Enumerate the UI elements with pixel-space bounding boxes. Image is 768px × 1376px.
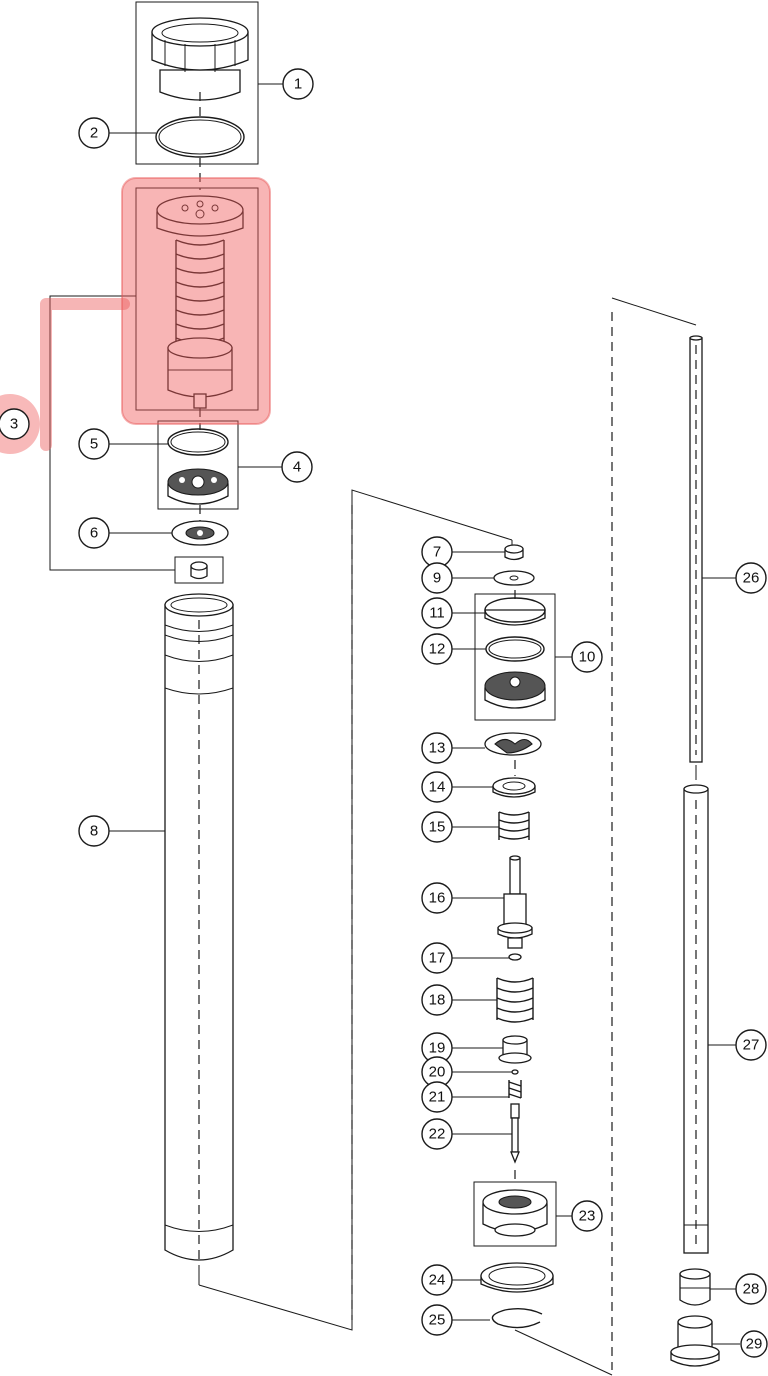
part-10-piston-assembly bbox=[474, 593, 556, 721]
svg-text:20: 20 bbox=[429, 1064, 446, 1081]
part-2-o-ring bbox=[155, 116, 245, 158]
svg-text:18: 18 bbox=[429, 992, 446, 1009]
callout-13[interactable]: 13 bbox=[421, 732, 453, 764]
svg-text:22: 22 bbox=[429, 1126, 446, 1143]
part-16-valve-shaft bbox=[497, 855, 533, 949]
part-17-ring bbox=[508, 953, 522, 961]
part-27-tube bbox=[683, 784, 709, 1254]
svg-text:14: 14 bbox=[429, 779, 446, 796]
callout-7[interactable]: 7 bbox=[421, 536, 453, 568]
callout-22[interactable]: 22 bbox=[421, 1118, 453, 1150]
callout-3[interactable]: 3 bbox=[0, 408, 30, 440]
callout-14[interactable]: 14 bbox=[421, 771, 453, 803]
part-20-ring bbox=[511, 1069, 519, 1075]
part-4-valve-assembly bbox=[157, 420, 239, 510]
svg-text:19: 19 bbox=[429, 1040, 446, 1057]
part-3-nut bbox=[174, 556, 224, 584]
part-8-tube bbox=[164, 593, 234, 1262]
part-3-piston-spring-assembly bbox=[135, 187, 259, 411]
part-25-circlip bbox=[491, 1307, 543, 1329]
svg-text:8: 8 bbox=[90, 823, 98, 840]
callout-11[interactable]: 11 bbox=[421, 597, 453, 629]
svg-text:13: 13 bbox=[429, 740, 446, 757]
svg-text:9: 9 bbox=[433, 570, 441, 587]
svg-text:25: 25 bbox=[429, 1312, 446, 1329]
callout-23[interactable]: 23 bbox=[571, 1200, 603, 1232]
callout-27[interactable]: 27 bbox=[735, 1029, 767, 1061]
svg-text:28: 28 bbox=[743, 1281, 760, 1298]
leader-lines bbox=[108, 83, 740, 1345]
callout-17[interactable]: 17 bbox=[421, 942, 453, 974]
part-29-bottom-cap bbox=[670, 1315, 720, 1367]
svg-text:29: 29 bbox=[746, 1336, 763, 1353]
part-1-top-cap bbox=[135, 1, 259, 165]
callout-1[interactable]: 1 bbox=[282, 68, 314, 100]
callout-29[interactable]: 29 bbox=[740, 1330, 768, 1358]
highlight-leader bbox=[40, 298, 130, 451]
part-14-spring-seat bbox=[492, 777, 536, 798]
callout-4[interactable]: 4 bbox=[281, 451, 313, 483]
callout-25[interactable]: 25 bbox=[421, 1304, 453, 1336]
callout-8[interactable]: 8 bbox=[78, 815, 110, 847]
callout-18[interactable]: 18 bbox=[421, 984, 453, 1016]
svg-text:11: 11 bbox=[429, 605, 445, 622]
svg-text:21: 21 bbox=[429, 1089, 446, 1106]
callout-10[interactable]: 10 bbox=[571, 641, 603, 673]
callout-12[interactable]: 12 bbox=[421, 633, 453, 665]
part-13-shim bbox=[484, 732, 542, 756]
svg-text:16: 16 bbox=[429, 890, 446, 907]
svg-text:15: 15 bbox=[429, 819, 446, 836]
callout-28[interactable]: 28 bbox=[735, 1273, 767, 1305]
callout-21[interactable]: 21 bbox=[421, 1081, 453, 1113]
svg-text:12: 12 bbox=[429, 641, 446, 658]
part-26-rod bbox=[689, 335, 703, 763]
part-24-seal-ring bbox=[480, 1262, 554, 1293]
svg-text:7: 7 bbox=[433, 544, 441, 561]
callout-9[interactable]: 9 bbox=[421, 562, 453, 594]
svg-text:3: 3 bbox=[10, 416, 18, 433]
callout-15[interactable]: 15 bbox=[421, 811, 453, 843]
highlight-box bbox=[121, 177, 271, 425]
svg-text:23: 23 bbox=[579, 1208, 596, 1225]
svg-text:26: 26 bbox=[743, 570, 760, 587]
callout-26[interactable]: 26 bbox=[735, 562, 767, 594]
part-19-cup bbox=[498, 1035, 532, 1064]
part-18-spring bbox=[496, 977, 534, 1023]
part-7-nut bbox=[504, 544, 524, 561]
part-23-base-valve bbox=[473, 1181, 557, 1247]
part-9-washer bbox=[493, 570, 535, 586]
svg-text:5: 5 bbox=[90, 436, 98, 453]
svg-text:4: 4 bbox=[293, 459, 301, 476]
callout-16[interactable]: 16 bbox=[421, 882, 453, 914]
svg-text:6: 6 bbox=[90, 525, 98, 542]
callout-5[interactable]: 5 bbox=[78, 428, 110, 460]
svg-text:1: 1 bbox=[294, 76, 302, 93]
part-21-spring bbox=[508, 1080, 522, 1099]
svg-text:2: 2 bbox=[90, 125, 98, 142]
highlight-overlay bbox=[0, 177, 271, 454]
svg-text:17: 17 bbox=[429, 950, 446, 967]
callout-2[interactable]: 2 bbox=[78, 117, 110, 149]
part-22-needle bbox=[510, 1103, 520, 1164]
callout-24[interactable]: 24 bbox=[421, 1264, 453, 1296]
svg-text:27: 27 bbox=[743, 1037, 760, 1054]
svg-text:24: 24 bbox=[429, 1272, 446, 1289]
part-28-nut bbox=[679, 1268, 711, 1306]
part-15-spring bbox=[498, 811, 530, 840]
callout-6[interactable]: 6 bbox=[78, 517, 110, 549]
part-6-shim-plate bbox=[171, 520, 229, 546]
svg-text:10: 10 bbox=[579, 649, 596, 666]
